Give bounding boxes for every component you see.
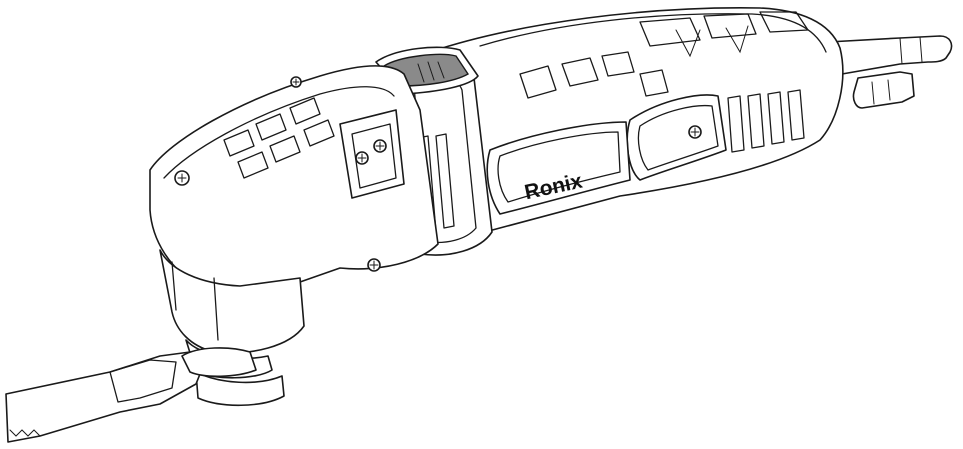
brand-nameplate: Ronix	[486, 121, 631, 215]
saw-blade	[5, 347, 257, 443]
power-cord	[827, 35, 953, 109]
gear-head	[149, 65, 439, 297]
